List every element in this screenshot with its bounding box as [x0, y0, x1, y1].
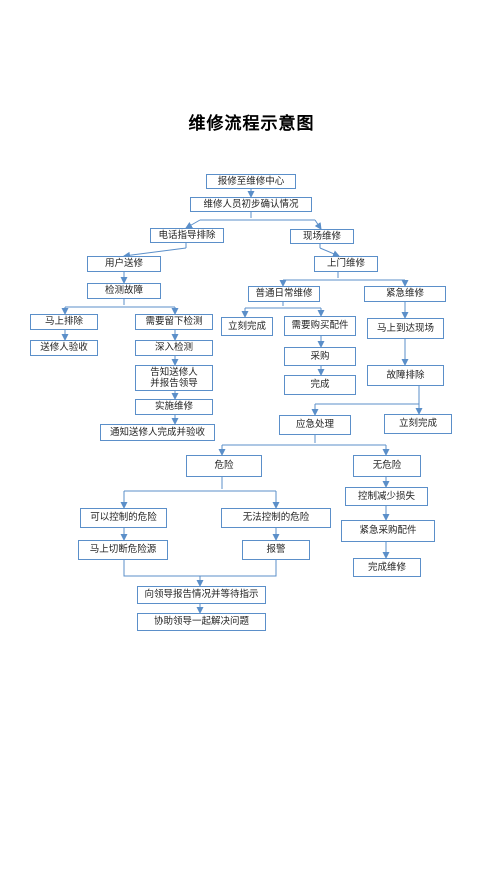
node-need-parts: 需要购买配件	[284, 316, 356, 336]
node-fix-now: 马上排除	[30, 314, 98, 330]
node-diagnose-fault: 检测故障	[87, 283, 161, 299]
page-title: 维修流程示意图	[188, 114, 315, 134]
node-complete-now-2: 立刻完成	[384, 414, 452, 434]
node-danger: 危险	[186, 455, 262, 477]
node-implement-repair: 实施维修	[135, 399, 213, 415]
node-door-repair: 上门维修	[314, 256, 378, 272]
node-notify-leader: 告知送修人 并报告领导	[135, 365, 213, 391]
node-user-delivery: 用户送修	[87, 256, 161, 272]
node-emergency-repair: 紧急维修	[364, 286, 446, 302]
node-emergency-handling: 应急处理	[279, 415, 351, 435]
node-no-danger: 无危险	[353, 455, 421, 477]
node-notify-acceptance: 通知送修人完成并验收	[100, 424, 215, 441]
node-assist-leader: 协助领导一起解决问题	[137, 613, 266, 631]
node-call-police: 报警	[242, 540, 310, 560]
node-cut-source: 马上切断危险源	[78, 540, 168, 560]
node-initial-check: 维修人员初步确认情况	[190, 197, 312, 212]
node-arrive-onsite: 马上到达现场	[367, 318, 444, 339]
node-reduce-loss: 控制减少损失	[345, 487, 428, 506]
node-deep-test: 深入检测	[135, 340, 213, 356]
node-purchase: 采购	[284, 347, 356, 366]
node-routine-repair: 普通日常维修	[248, 286, 320, 302]
node-return-to-customer: 送修人验收	[30, 340, 98, 356]
node-troubleshoot: 故障排除	[367, 365, 444, 386]
node-controllable: 可以控制的危险	[80, 508, 167, 528]
node-keep-for-test: 需要留下检测	[135, 314, 213, 330]
node-report-leader: 向领导报告情况并等待指示	[137, 586, 266, 604]
node-onsite-repair: 现场维修	[290, 229, 354, 244]
node-uncontrollable: 无法控制的危险	[221, 508, 331, 528]
node-report-center: 报修至维修中心	[206, 174, 296, 189]
node-complete-now-1: 立刻完成	[221, 317, 273, 336]
node-urgent-parts: 紧急采购配件	[341, 520, 435, 542]
node-phone-guidance: 电话指导排除	[150, 228, 224, 243]
node-finish-repair: 完成维修	[353, 558, 421, 577]
node-done: 完成	[284, 375, 356, 395]
